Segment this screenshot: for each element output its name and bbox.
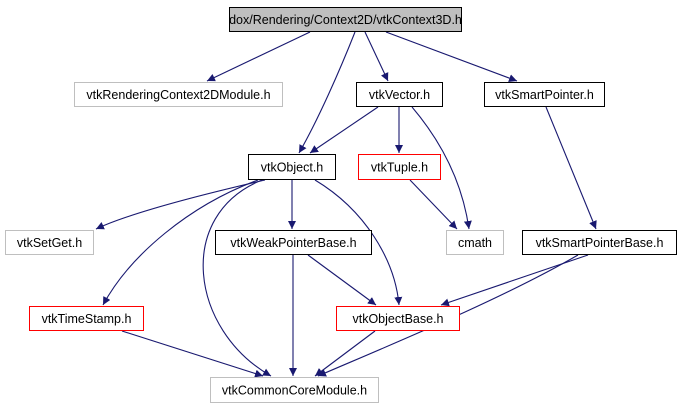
node-box	[248, 154, 336, 180]
node-vtkContext3D[interactable]: dox/Rendering/Context2D/vtkContext3D.h	[229, 7, 462, 32]
node-label: vtkTimeStamp.h	[42, 312, 132, 326]
node-label: vtkObject.h	[261, 161, 324, 175]
node-label: dox/Rendering/Context2D/vtkContext3D.h	[229, 13, 462, 27]
node-box	[336, 306, 460, 331]
node-box	[29, 306, 144, 331]
node-vtkSmartPointer[interactable]: vtkSmartPointer.h	[484, 82, 605, 107]
node-vtkTimeStamp[interactable]: vtkTimeStamp.h	[29, 306, 144, 331]
edge-vtkContext3D-to-vtkSmartPointer	[385, 31, 518, 82]
edge-vtkVector-to-cmath	[411, 106, 472, 230]
node-label: vtkSetGet.h	[17, 236, 82, 250]
edge-vtkObject-to-vtkObjectBase	[314, 179, 403, 306]
node-box	[446, 230, 504, 255]
node-vtkRenderingContext2DModule: vtkRenderingContext2DModule.h	[74, 82, 283, 107]
node-label: vtkObjectBase.h	[352, 312, 443, 326]
file-nodes: dox/Rendering/Context2D/vtkContext3D.h vt…	[5, 7, 677, 403]
node-vtkSetGet: vtkSetGet.h	[5, 230, 94, 255]
node-label: cmath	[458, 236, 492, 250]
node-box	[356, 82, 443, 107]
node-label: vtkCommonCoreModule.h	[222, 384, 367, 398]
node-box	[358, 154, 441, 180]
edge-vtkObject-to-vtkTimeStamp	[102, 179, 259, 306]
edge-vtkContext3D-to-vtkVector	[364, 31, 389, 82]
edge-vtkSmartPointer-to-vtkSmartPointerBase	[545, 106, 597, 230]
edge-vtkContext3D-to-vtkObject	[298, 31, 356, 154]
edge-vtkObject-to-vtkCommonCoreModule	[202, 179, 272, 377]
node-box	[215, 230, 372, 255]
node-vtkTuple[interactable]: vtkTuple.h	[358, 154, 441, 180]
edge-vtkObject-to-vtkSetGet	[95, 179, 266, 230]
node-label: vtkSmartPointer.h	[495, 88, 594, 102]
edge-vtkTimeStamp-to-vtkCommonCoreModule	[121, 330, 264, 378]
node-vtkObject[interactable]: vtkObject.h	[248, 154, 336, 180]
node-box	[484, 82, 605, 107]
node-box	[210, 377, 379, 403]
node-box	[229, 7, 462, 32]
edge-vtkVector-to-vtkObject	[309, 106, 379, 154]
edge-vtkContext3D-to-vtkRenderingContext2DModule	[206, 31, 311, 82]
node-box	[522, 230, 677, 255]
edge-vtkTuple-to-cmath	[409, 179, 458, 230]
node-box	[5, 230, 94, 255]
node-label: vtkTuple.h	[371, 161, 428, 175]
node-vtkCommonCoreModule: vtkCommonCoreModule.h	[210, 377, 379, 403]
node-label: vtkVector.h	[369, 88, 430, 102]
edge-vtkWeakPointerBase-to-vtkObjectBase	[307, 254, 377, 306]
node-label: vtkRenderingContext2DModule.h	[86, 88, 270, 102]
node-box	[74, 82, 283, 107]
node-vtkSmartPointerBase[interactable]: vtkSmartPointerBase.h	[522, 230, 677, 255]
edge-vtkSmartPointerBase-to-vtkObjectBase	[440, 254, 589, 307]
node-vtkWeakPointerBase[interactable]: vtkWeakPointerBase.h	[215, 230, 372, 255]
edge-vtkObjectBase-to-vtkCommonCoreModule	[314, 330, 376, 377]
node-vtkObjectBase[interactable]: vtkObjectBase.h	[336, 306, 460, 331]
node-label: vtkWeakPointerBase.h	[230, 236, 356, 250]
node-vtkVector[interactable]: vtkVector.h	[356, 82, 443, 107]
node-cmath: cmath	[446, 230, 504, 255]
node-label: vtkSmartPointerBase.h	[536, 236, 664, 250]
